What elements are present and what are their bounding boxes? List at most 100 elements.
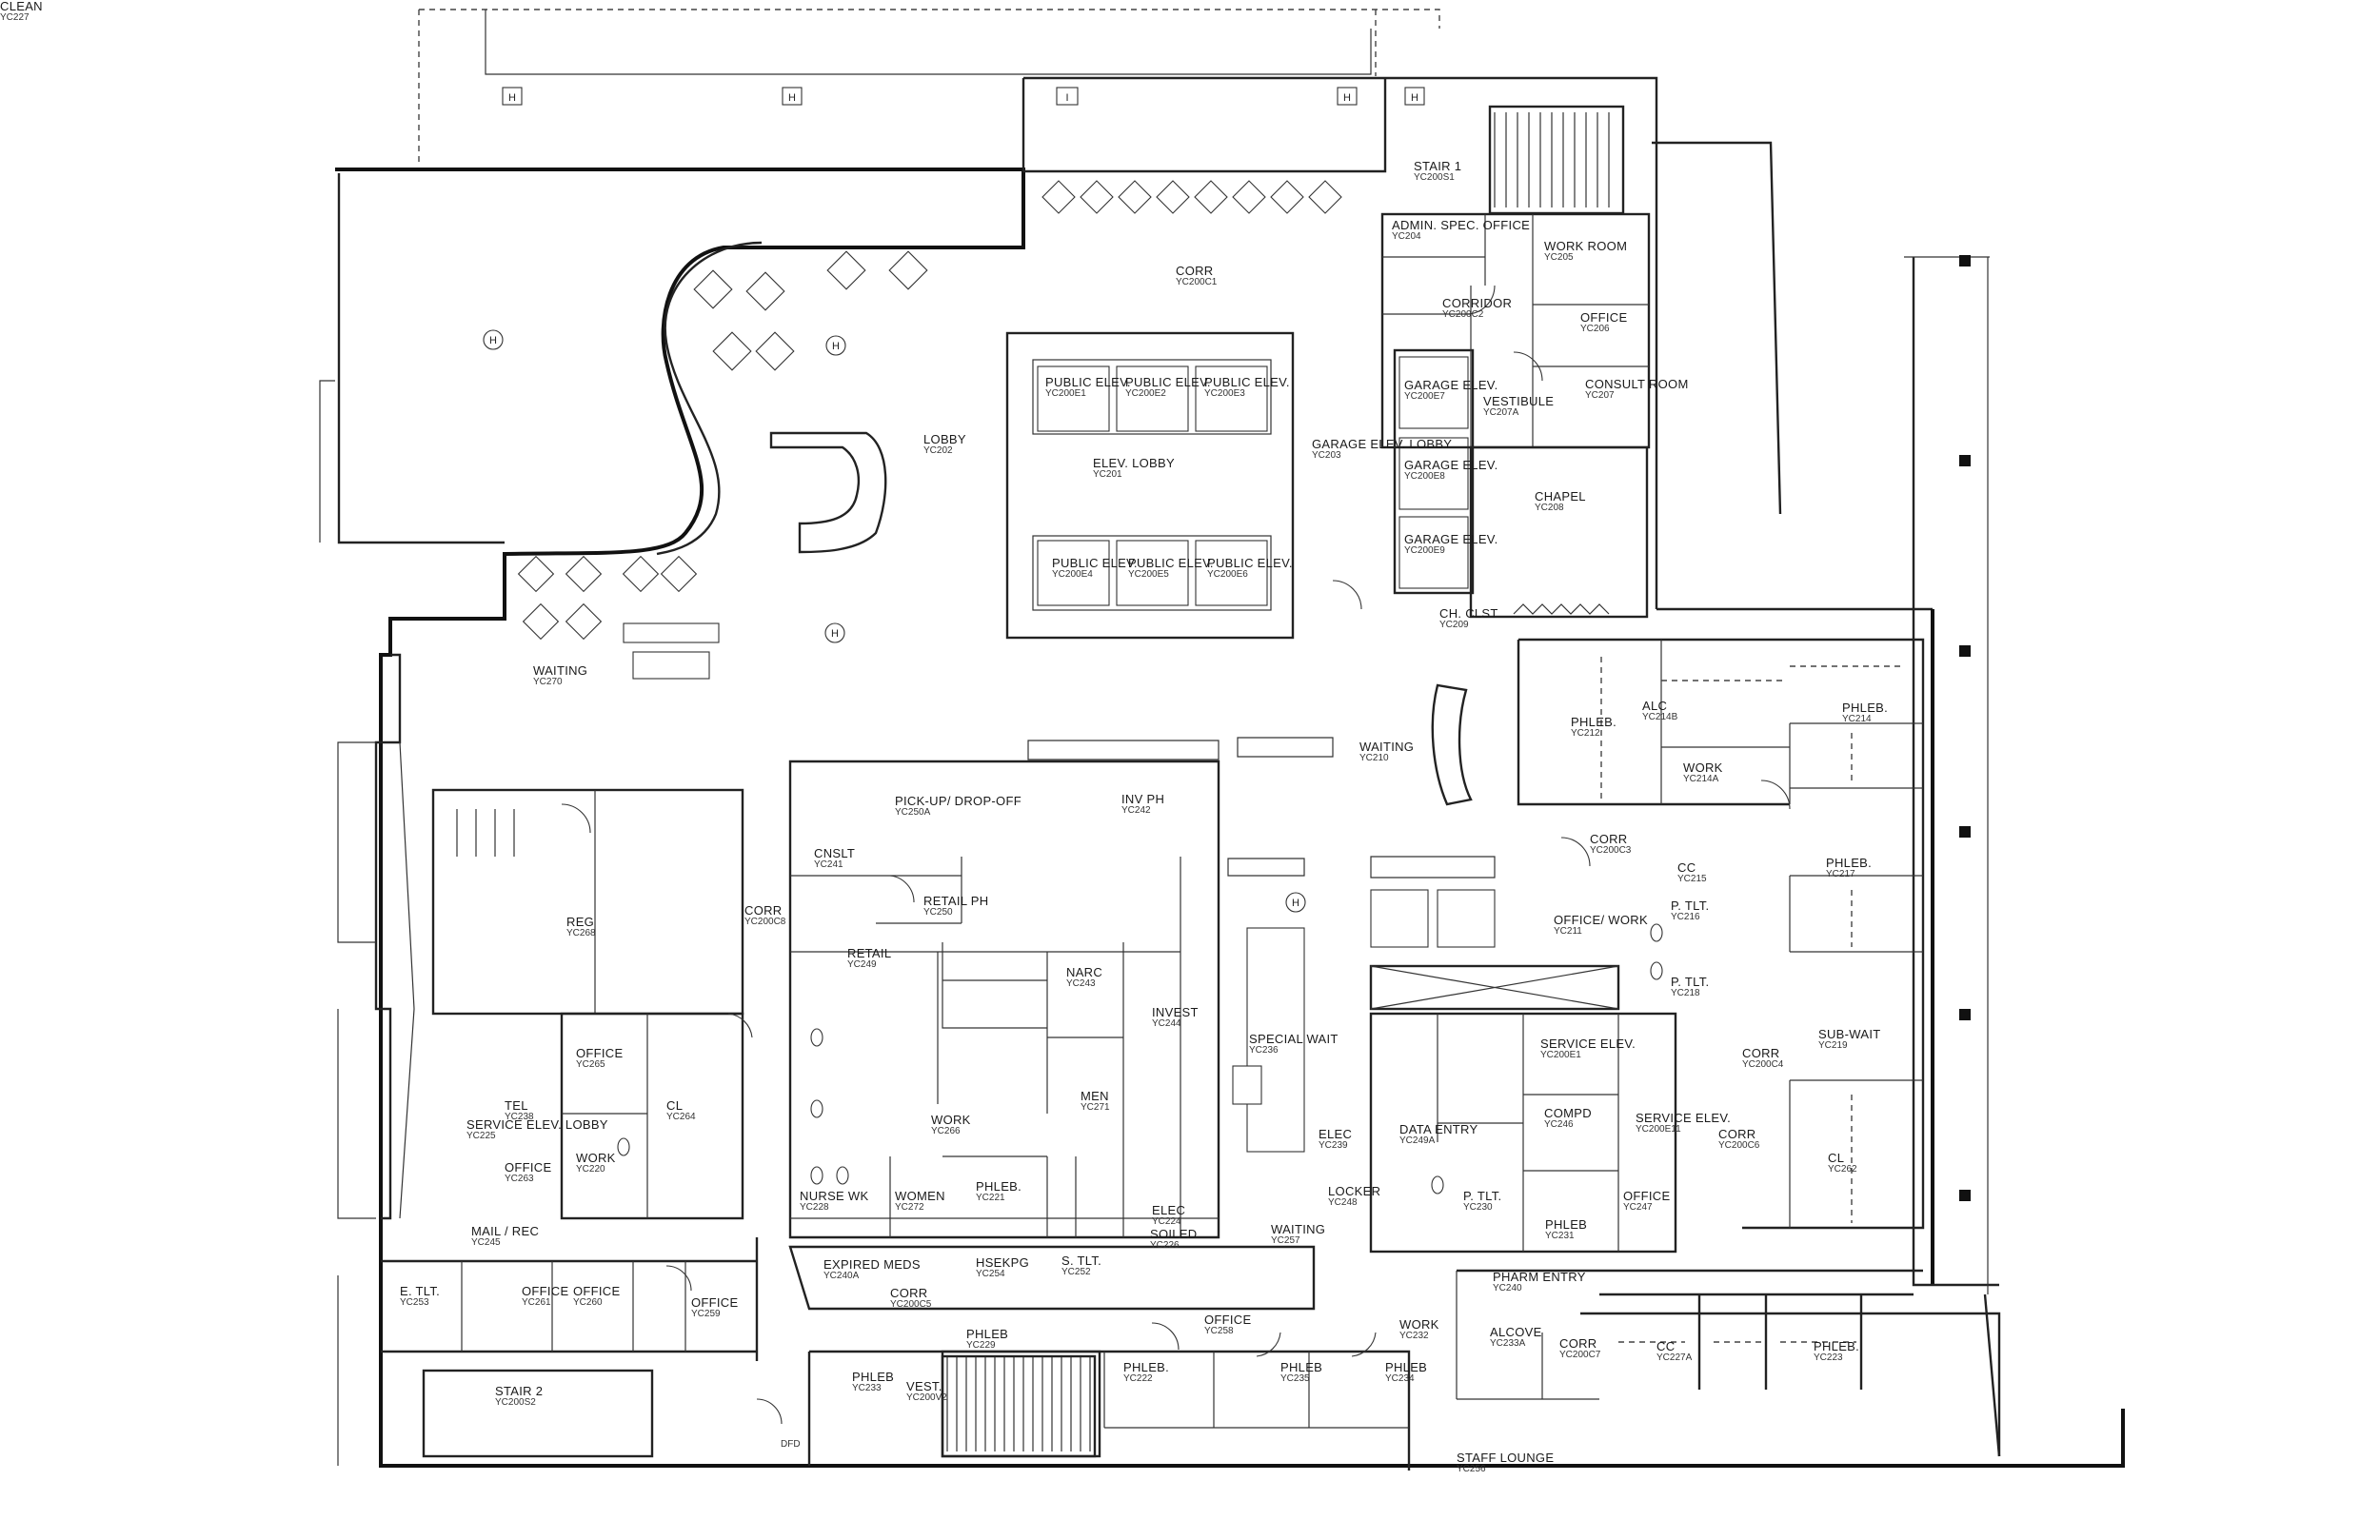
room-name: CORR (1590, 832, 1628, 846)
room-number: YC249 (847, 958, 877, 970)
room-name: CC (1677, 860, 1696, 875)
room-name: LOCKER (1328, 1184, 1381, 1198)
room-number: YC208 (1535, 502, 1564, 513)
room-number: YC217 (1826, 868, 1855, 879)
room-label: PHLEB.YC222 (1123, 1361, 1169, 1384)
room-number: YC226 (1150, 1239, 1180, 1251)
room-name: HSEKPG (976, 1255, 1029, 1270)
room-number: YC207 (1585, 389, 1615, 401)
room-number: YC232 (1399, 1330, 1429, 1341)
room-number: YC204 (1392, 230, 1421, 242)
room-number: YC245 (471, 1236, 501, 1248)
room-name: ALC (1642, 699, 1668, 713)
room-number: YC250A (895, 806, 931, 818)
room-name: P. TLT. (1671, 975, 1710, 989)
east-phleb-suite (1517, 638, 1925, 1230)
room-name: CL (1828, 1151, 1845, 1165)
room-name: WAITING (533, 663, 588, 678)
room-name: PHLEB. (1826, 856, 1873, 870)
room-number: YC200C8 (744, 916, 786, 927)
room-number: YC230 (1463, 1201, 1493, 1213)
room-number: YC202 (923, 444, 953, 456)
room-name: PHLEB. (1123, 1360, 1170, 1374)
room-number: YC200E9 (1404, 544, 1445, 556)
room-number: YC239 (1319, 1139, 1348, 1151)
room-label: VEST.YC200V2 (906, 1380, 947, 1403)
room-number: YC233A (1490, 1337, 1526, 1349)
room-name: CORR (1559, 1336, 1597, 1351)
room-number: YC271 (1081, 1101, 1110, 1113)
room-number: YC214 (1842, 713, 1872, 724)
room-number: YC216 (1671, 911, 1700, 922)
room-label: P. TLT.YC230 (1463, 1190, 1501, 1213)
room-number: YC200C2 (1442, 308, 1484, 320)
room-name: VEST. (906, 1379, 942, 1393)
room-label: PUBLIC ELEV.YC200E2 (1125, 376, 1211, 399)
room-name: PHLEB (966, 1327, 1009, 1341)
room-name: PHLEB. (1814, 1339, 1860, 1353)
room-name: OFFICE (1580, 310, 1628, 325)
room-name: ELEC (1152, 1203, 1186, 1217)
room-name: PHLEB (852, 1370, 895, 1384)
room-name: EXPIRED MEDS (823, 1257, 921, 1272)
room-number: YC225 (466, 1130, 496, 1141)
room-number: YC200E3 (1204, 387, 1245, 399)
room-name: WORK (576, 1151, 616, 1165)
room-label: GARAGE ELEV.YC200E8 (1404, 459, 1498, 482)
room-name: PHLEB. (1842, 701, 1889, 715)
room-name: CORR (1176, 264, 1214, 278)
room-label: PHLEB.YC217 (1826, 857, 1872, 879)
room-name: OFFICE (576, 1046, 624, 1060)
room-number: YC223 (1814, 1352, 1843, 1363)
room-name: SERVICE ELEV. (1540, 1037, 1636, 1051)
lobby-furniture (517, 180, 1342, 680)
room-number: YC246 (1544, 1118, 1574, 1130)
room-name: P. TLT. (1671, 898, 1710, 913)
room-number: YC211 (1554, 925, 1582, 937)
room-number: YC219 (1818, 1039, 1848, 1051)
room-name: PICK-UP/ DROP-OFF (895, 794, 1021, 808)
room-name: TEL (505, 1098, 528, 1113)
room-name: OFFICE/ WORK (1554, 913, 1648, 927)
room-name: ADMIN. SPEC. OFFICE (1392, 218, 1531, 232)
room-label: E. TLT.YC253 (400, 1285, 440, 1308)
room-number: YC240A (823, 1270, 860, 1281)
room-number: YC257 (1271, 1234, 1300, 1246)
room-name: INVEST (1152, 1005, 1199, 1019)
room-name: GARAGE ELEV. (1404, 378, 1498, 392)
room-name: WORK ROOM (1544, 239, 1628, 253)
room-number: YC218 (1671, 987, 1700, 998)
room-name: PUBLIC ELEV. (1128, 556, 1214, 570)
room-number: YC224 (1152, 1215, 1181, 1227)
room-number: YC254 (976, 1268, 1005, 1279)
room-number: YC200E1 (1540, 1049, 1581, 1060)
i-marker-letter: I (1065, 92, 1068, 104)
room-number: YC261 (522, 1296, 551, 1308)
room-name: PUBLIC ELEV. (1045, 375, 1131, 389)
room-name: WORK (1683, 760, 1723, 775)
room-name: OFFICE (573, 1284, 621, 1298)
room-name: CH. CLST (1439, 606, 1498, 621)
room-label: SERVICE ELEV.YC200E11 (1636, 1112, 1731, 1135)
